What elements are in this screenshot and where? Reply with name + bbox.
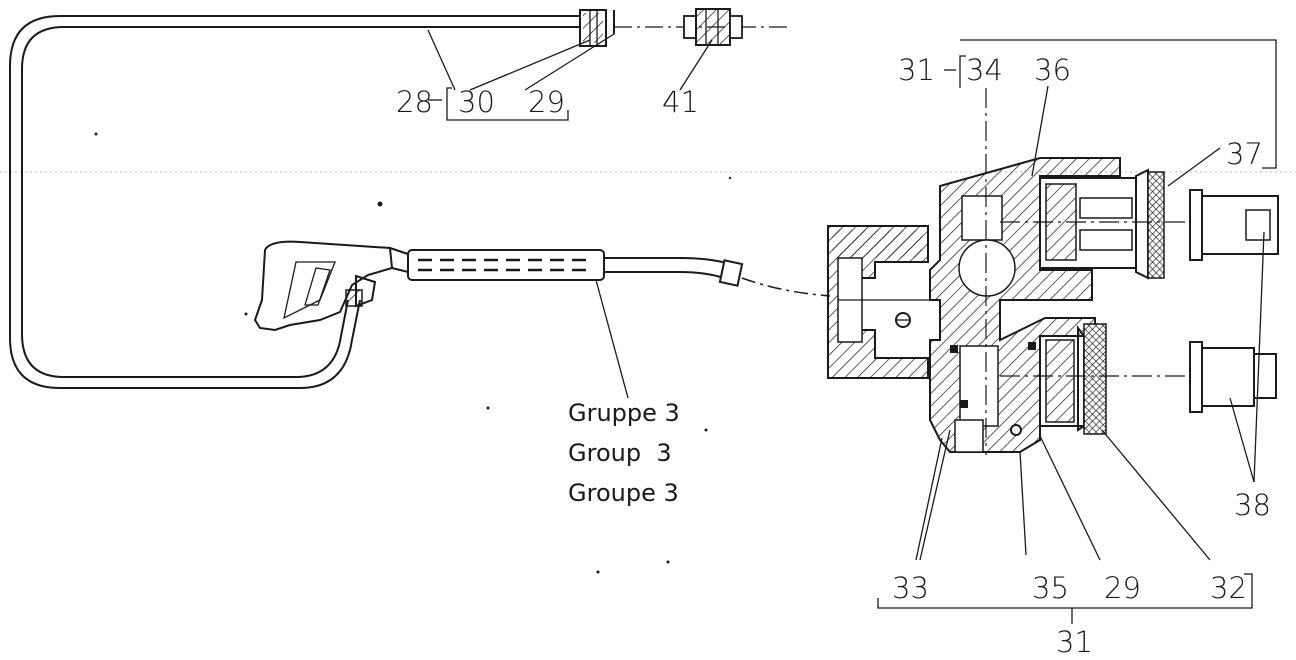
coupling-41 <box>683 8 743 46</box>
label-33: 33 <box>892 571 929 605</box>
nozzle-tip-upper <box>1189 189 1279 261</box>
nozzle-body-assembly <box>827 88 1121 455</box>
leader-38-lower <box>1229 397 1255 483</box>
upper-nozzle-insert <box>1039 168 1165 280</box>
hose-fitting-30 <box>579 9 607 47</box>
group-label-de: Gruppe 3 <box>568 399 680 427</box>
leader-28 <box>427 29 456 91</box>
high-pressure-hose <box>9 15 580 389</box>
label-34: 34 <box>966 53 1003 87</box>
label-37: 37 <box>1226 137 1263 171</box>
group-label-fr: Groupe 3 <box>568 479 679 507</box>
label-32: 32 <box>1210 571 1247 605</box>
nozzle-tip-lower <box>1189 341 1277 413</box>
lower-nozzle-insert <box>1039 323 1107 435</box>
leader-33-b <box>915 437 943 561</box>
label-31-top: 31 <box>898 53 935 87</box>
label-38: 38 <box>1234 488 1271 522</box>
scan-specks <box>94 132 732 574</box>
label-41: 41 <box>662 85 699 119</box>
leader-32 <box>1101 429 1211 561</box>
spray-gun <box>253 240 744 332</box>
label-29-bottom: 29 <box>1104 571 1141 605</box>
leader-41 <box>679 39 713 91</box>
leader-29-bottom <box>1039 435 1101 561</box>
leader-35 <box>1019 451 1027 556</box>
bracket-31-bottom <box>877 573 1253 624</box>
leader-29-top <box>524 33 615 91</box>
label-29-top: 29 <box>528 85 565 119</box>
label-30: 30 <box>458 85 495 119</box>
label-28: 28 <box>396 85 433 119</box>
label-31-bottom: 31 <box>1056 625 1093 659</box>
leader-36 <box>1031 85 1049 177</box>
leader-group-3 <box>595 279 629 399</box>
axis-line-nozzle <box>741 277 831 297</box>
leader-30 <box>469 39 591 91</box>
bracket-28-group <box>428 87 569 121</box>
bracket-31-top <box>944 39 1277 169</box>
label-36: 36 <box>1034 53 1071 87</box>
group-label-en: Group 3 <box>568 439 672 467</box>
label-35: 35 <box>1032 571 1069 605</box>
leader-33-a <box>919 429 951 561</box>
leader-38-upper <box>1253 231 1265 483</box>
leader-37 <box>1167 147 1221 187</box>
